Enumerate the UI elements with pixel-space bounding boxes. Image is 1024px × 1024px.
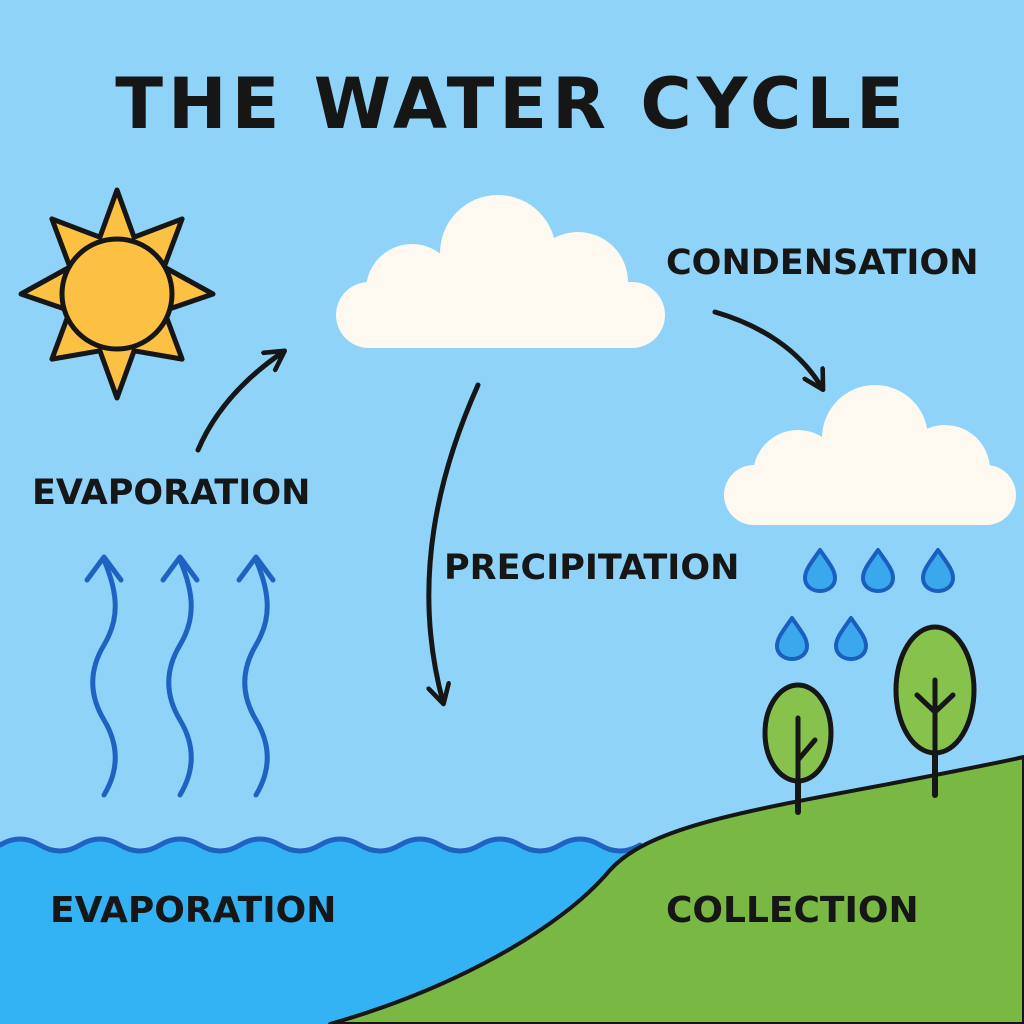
land-hill — [328, 755, 1024, 1024]
tree-icon — [762, 682, 834, 815]
vapor-arrows — [84, 554, 276, 798]
evaporation-label: EVAPORATION — [32, 473, 311, 513]
raindrops — [775, 548, 955, 661]
raindrop-icon — [803, 548, 837, 593]
rain-cloud-icon — [724, 385, 1016, 525]
vapor-arrow-icon — [84, 554, 124, 798]
collection-label: COLLECTION — [666, 890, 919, 931]
curved-arrow-icon — [712, 309, 822, 388]
wave-line — [0, 836, 643, 854]
raindrop-icon — [775, 616, 809, 661]
condensation-label: CONDENSATION — [666, 243, 979, 283]
curved-arrow-icon — [429, 382, 481, 702]
raindrop-icon — [861, 548, 895, 593]
vapor-arrow-icon — [160, 554, 200, 798]
sun-icon — [18, 187, 216, 401]
curved-arrow-icon — [195, 352, 283, 453]
raindrop-icon — [834, 616, 868, 661]
evaporation-water-label: EVAPORATION — [50, 890, 337, 931]
cloud-icon — [336, 195, 665, 348]
tree-icon — [893, 624, 977, 798]
diagram-title: THE WATER CYCLE — [115, 63, 909, 145]
precipitation-label: PRECIPITATION — [444, 548, 740, 588]
vapor-arrow-icon — [236, 554, 276, 798]
raindrop-icon — [921, 548, 955, 593]
